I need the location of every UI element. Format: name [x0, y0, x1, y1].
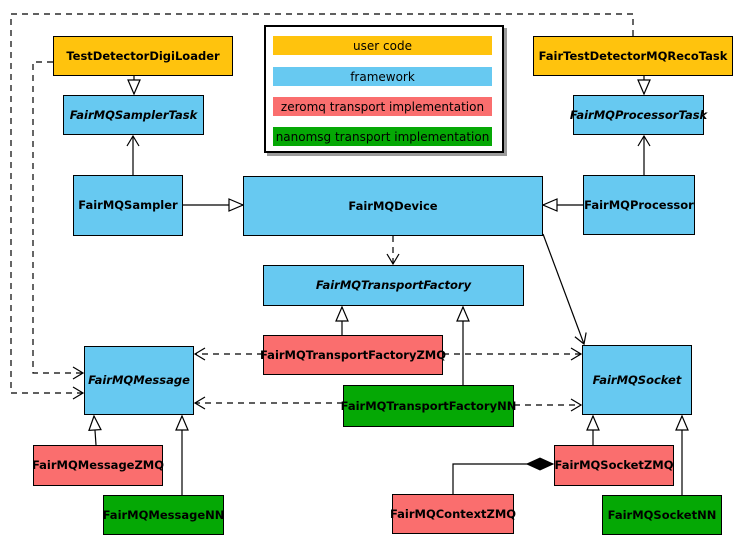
class-node-label: FairMQTransportFactoryNN	[340, 398, 517, 413]
legend: user code framework zeromq transport imp…	[264, 25, 504, 153]
class-node-fairmqmessagenn: FairMQMessageNN	[103, 495, 224, 535]
legend-label: user code	[353, 38, 412, 53]
class-node-fairmqtransportfactoryzmq: FairMQTransportFactoryZMQ	[260, 335, 447, 375]
class-node-fairmqcontextzmq: FairMQContextZMQ	[389, 494, 517, 534]
class-node-fairmqtransportfactory: FairMQTransportFactory	[263, 265, 524, 306]
edge-fairmqcontextzmq-to-fairmqsocketzmq-composition	[452, 464, 553, 494]
class-node-label: FairMQMessageNN	[102, 507, 225, 522]
class-node-label: FairMQDevice	[348, 198, 438, 213]
class-node-label: FairMQSocketNN	[607, 507, 717, 522]
edge-fairmqmessagezmq-to-fairmqmessage-inheritance	[94, 416, 96, 446]
class-node-label: FairMQSocketZMQ	[554, 458, 674, 473]
class-node-fairmqsocket: FairMQSocket	[582, 345, 692, 415]
legend-item-zeromq: zeromq transport implementation	[273, 97, 492, 116]
legend-item-framework: framework	[273, 67, 492, 86]
legend-label: nanomsg transport implementation	[275, 129, 490, 144]
class-node-label: FairMQProcessor	[584, 197, 694, 212]
class-node-label: FairTestDetectorMQRecoTask	[538, 48, 728, 63]
class-node-fairmqprocessortask: FairMQProcessorTask	[569, 95, 708, 135]
edge-fairmqdevice-to-fairmqsocket-association	[542, 233, 587, 346]
class-node-fairmqprocessor: FairMQProcessor	[583, 175, 695, 235]
class-node-label: FairMQMessage	[88, 373, 190, 388]
class-node-fairmqsocketzmq: FairMQSocketZMQ	[554, 445, 674, 486]
edge-testdetectordigiloader-to-fairmqmessage-dependency	[32, 61, 85, 380]
class-node-fairmqmessage: FairMQMessage	[84, 346, 194, 415]
class-node-fairmqtransportfactorynn: FairMQTransportFactoryNN	[340, 385, 517, 427]
legend-item-user-code: user code	[273, 36, 492, 55]
class-node-label: FairMQSocket	[592, 372, 682, 387]
class-node-label: TestDetectorDigiLoader	[66, 48, 220, 63]
class-node-fairmqsocketnn: FairMQSocketNN	[602, 495, 722, 535]
legend-label: framework	[350, 69, 415, 84]
legend-item-nanomsg: nanomsg transport implementation	[273, 127, 492, 146]
class-node-label: FairMQTransportFactory	[315, 278, 472, 293]
class-node-label: FairMQMessageZMQ	[31, 458, 165, 473]
class-node-label: FairMQContextZMQ	[389, 506, 517, 521]
class-node-fairmqsampler: FairMQSampler	[73, 175, 183, 236]
class-node-label: FairMQSamplerTask	[69, 107, 198, 122]
class-node-fairtestdetectormqrecotask: FairTestDetectorMQRecoTask	[533, 36, 733, 76]
edge-fairtestdetectormqrecotask-to-fairmqmessage-dependency	[10, 13, 634, 400]
class-node-fairmqsamplertask: FairMQSamplerTask	[63, 95, 204, 135]
class-node-label: FairMQProcessorTask	[569, 107, 708, 122]
class-node-testdetectordigiloader: TestDetectorDigiLoader	[53, 36, 233, 76]
class-node-label: FairMQSampler	[78, 198, 178, 213]
class-node-fairmqmessagezmq: FairMQMessageZMQ	[31, 445, 165, 486]
legend-label: zeromq transport implementation	[280, 99, 485, 114]
class-node-fairmqdevice: FairMQDevice	[243, 176, 543, 236]
class-node-label: FairMQTransportFactoryZMQ	[260, 347, 447, 362]
